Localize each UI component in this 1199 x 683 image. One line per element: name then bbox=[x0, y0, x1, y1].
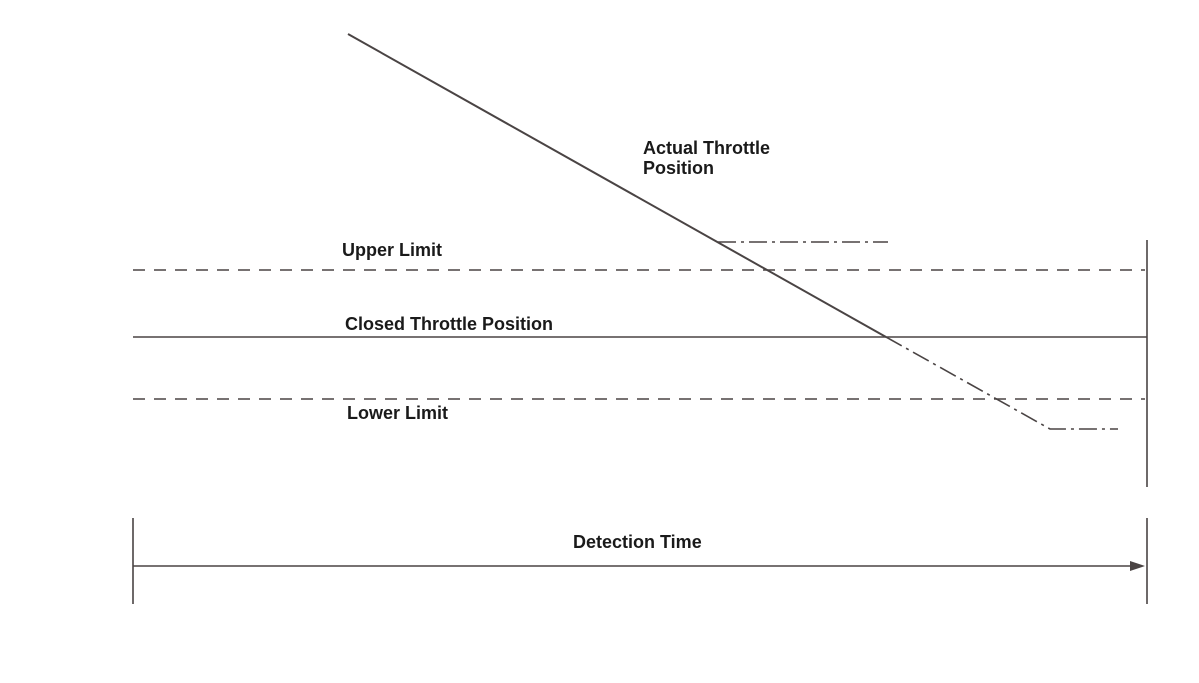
actual-throttle-label-line1: Actual Throttle bbox=[643, 138, 771, 158]
actual-throttle-projection bbox=[885, 336, 1118, 430]
actual-throttle-label-line2: Position bbox=[643, 158, 714, 178]
arrow-head-icon bbox=[1130, 561, 1145, 571]
lower-limit-label: Lower Limit bbox=[347, 403, 449, 423]
actual-throttle-label: Actual Throttle Position bbox=[643, 138, 770, 178]
closed-throttle-label: Closed Throttle Position bbox=[345, 314, 554, 334]
detection-time-label: Detection Time bbox=[573, 532, 702, 552]
actual-throttle-line bbox=[347, 33, 887, 338]
upper-limit-label: Upper Limit bbox=[342, 240, 443, 260]
